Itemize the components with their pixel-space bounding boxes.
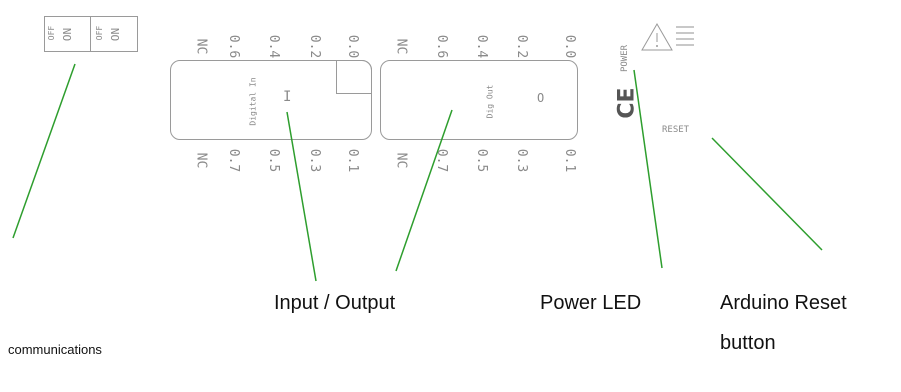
warning-fine-print	[676, 22, 696, 62]
leader-input	[286, 111, 317, 282]
callout-communications: communications	[8, 342, 102, 357]
leader-output	[395, 109, 453, 272]
leader-dip-switch	[12, 63, 76, 239]
dip-switch: OFF ON OFF ON	[44, 16, 138, 52]
reset-button-label: RESET	[662, 125, 690, 135]
input-module-letter: I	[283, 89, 292, 105]
leader-reset	[711, 137, 823, 251]
leader-power-led	[633, 69, 663, 269]
dip-switch-divider	[90, 17, 91, 51]
input-module-notch	[336, 60, 372, 94]
callout-reset-line1: Arduino Reset	[720, 292, 847, 314]
callout-power-led: Power LED	[540, 292, 642, 314]
output-module-panel: Dig Out O	[380, 60, 578, 140]
callout-input-output: Input / Output	[274, 292, 396, 314]
callout-reset-line2: button	[720, 332, 776, 354]
input-module-panel: Digital In I	[170, 60, 372, 140]
warning-triangle-icon	[641, 22, 673, 51]
output-module-letter: O	[537, 91, 545, 105]
